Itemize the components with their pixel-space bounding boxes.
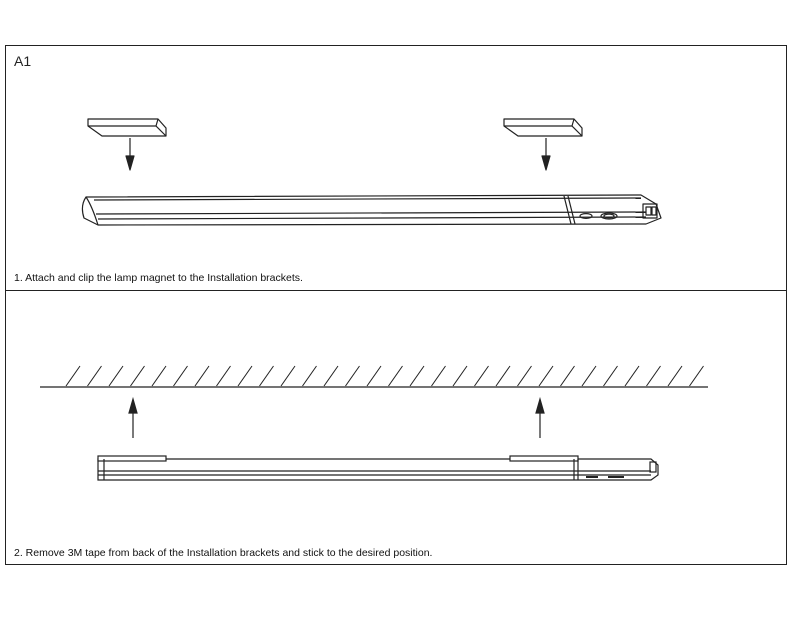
hatch-line <box>452 365 468 387</box>
step-2-caption: 2. Remove 3M tape from back of the Insta… <box>14 547 433 559</box>
bracket-right <box>503 118 583 137</box>
hatch-line <box>280 365 296 387</box>
step-2-panel: 2. Remove 3M tape from back of the Insta… <box>6 291 786 564</box>
hatch-line <box>173 365 188 387</box>
hatch-line <box>624 365 640 387</box>
hatch-line <box>538 365 554 387</box>
hatch-line <box>259 365 274 387</box>
arrow-down-right-icon <box>541 138 551 171</box>
bracket-left <box>87 118 167 137</box>
hatch-line <box>65 365 81 387</box>
hatch-line <box>366 365 382 387</box>
hatch-line <box>216 365 231 387</box>
arrow-down-left-icon <box>125 138 135 171</box>
hatch-line <box>689 365 704 387</box>
step-1-illustration <box>81 118 662 226</box>
step-2-illustration <box>40 365 708 481</box>
hatch-line <box>603 365 618 387</box>
hatch-line <box>409 365 425 387</box>
hatch-line <box>667 365 683 387</box>
lamp-bar-mounted <box>97 455 659 481</box>
hatch-line <box>108 365 124 387</box>
hatch-line <box>646 365 661 387</box>
diagram-frame: A1 <box>5 45 787 565</box>
step-1-caption: 1. Attach and clip the lamp magnet to th… <box>14 272 303 284</box>
step-1-panel: A1 <box>6 46 786 291</box>
hatch-line <box>474 365 489 387</box>
mounting-surface <box>40 365 708 388</box>
hatch-line <box>345 365 360 387</box>
arrow-up-right-icon <box>535 396 545 438</box>
hatch-line <box>495 365 511 387</box>
hatch-line <box>581 365 597 387</box>
hatch-line <box>323 365 339 387</box>
bracket-right-mounted <box>509 455 579 462</box>
hatch-line <box>194 365 210 387</box>
hatch-line <box>517 365 532 387</box>
bracket-left-mounted <box>97 455 167 462</box>
hatch-line <box>560 365 575 387</box>
hatch-line <box>130 365 145 387</box>
hatch-line <box>151 365 167 387</box>
hatch-line <box>87 365 102 387</box>
lamp-bar <box>81 194 662 226</box>
hatch-line <box>237 365 253 387</box>
hatch-line <box>388 365 403 387</box>
hatch-line <box>302 365 317 387</box>
arrow-up-left-icon <box>128 396 138 438</box>
figure-label: A1 <box>14 53 32 69</box>
hatch-line <box>431 365 446 387</box>
